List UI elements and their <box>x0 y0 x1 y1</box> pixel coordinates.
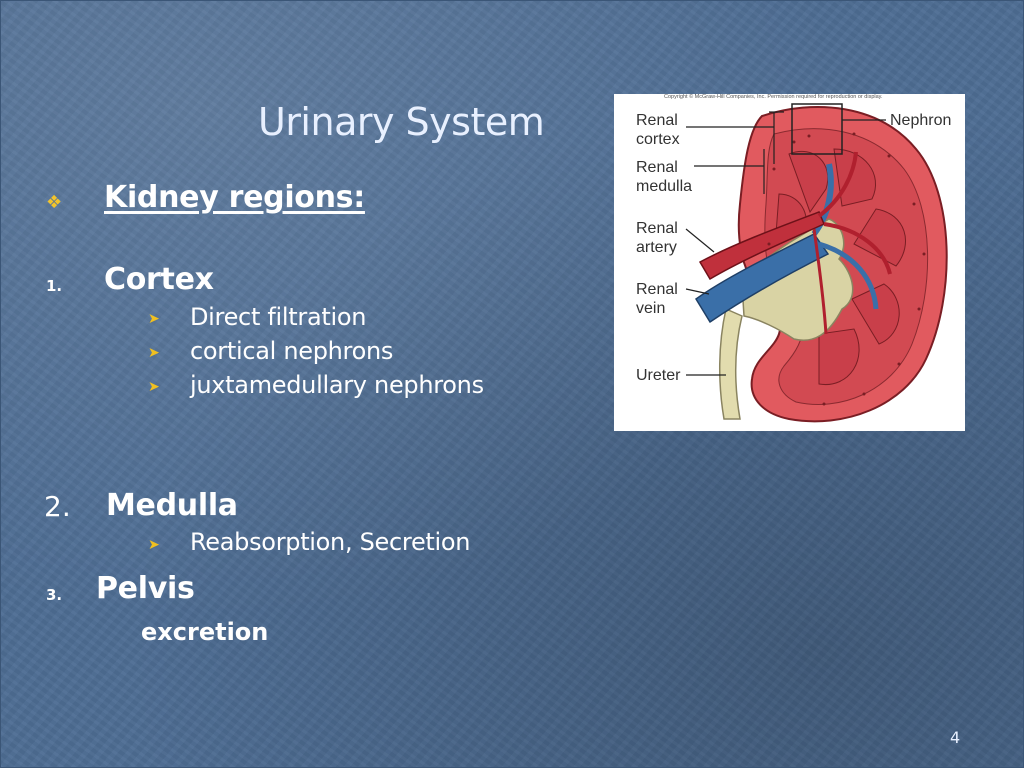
item-title-medulla: Medulla <box>106 488 238 523</box>
figure-copyright: Copyright © McGraw-Hill Companies, Inc. … <box>664 94 883 100</box>
diamond-bullet-icon: ❖ <box>46 192 63 213</box>
sub-item: juxtamedullary nephrons <box>190 371 484 399</box>
sub-item: Direct filtration <box>190 303 367 331</box>
section-heading: Kidney regions: <box>104 180 365 215</box>
arrow-bullet-icon: ➤ <box>148 311 160 327</box>
item-note: excretion <box>141 618 269 646</box>
item-number-3: 3. <box>46 586 63 604</box>
label-renal-cortex: Renal cortex <box>636 112 680 148</box>
item-number-2: 2. <box>44 490 71 523</box>
kidney-illustration <box>685 103 948 423</box>
sub-item: Reabsorption, Secretion <box>190 528 471 556</box>
page-number: 4 <box>950 728 961 747</box>
arrow-bullet-icon: ➤ <box>148 345 160 361</box>
label-renal-vein: Renal vein <box>636 281 678 317</box>
kidney-diagram: Copyright © McGraw-Hill Companies, Inc. … <box>614 94 965 431</box>
item-number-1: 1. <box>46 277 63 295</box>
slide-title: Urinary System <box>258 100 545 144</box>
label-renal-artery: Renal artery <box>636 220 678 256</box>
label-ureter: Ureter <box>636 367 681 384</box>
label-renal-medulla: Renal medulla <box>636 159 693 195</box>
arrow-bullet-icon: ➤ <box>148 379 160 395</box>
item-title-cortex: Cortex <box>104 262 214 297</box>
sub-item: cortical nephrons <box>190 337 394 365</box>
arrow-bullet-icon: ➤ <box>148 537 160 553</box>
label-nephron: Nephron <box>890 112 952 129</box>
item-title-pelvis: Pelvis <box>96 571 195 606</box>
